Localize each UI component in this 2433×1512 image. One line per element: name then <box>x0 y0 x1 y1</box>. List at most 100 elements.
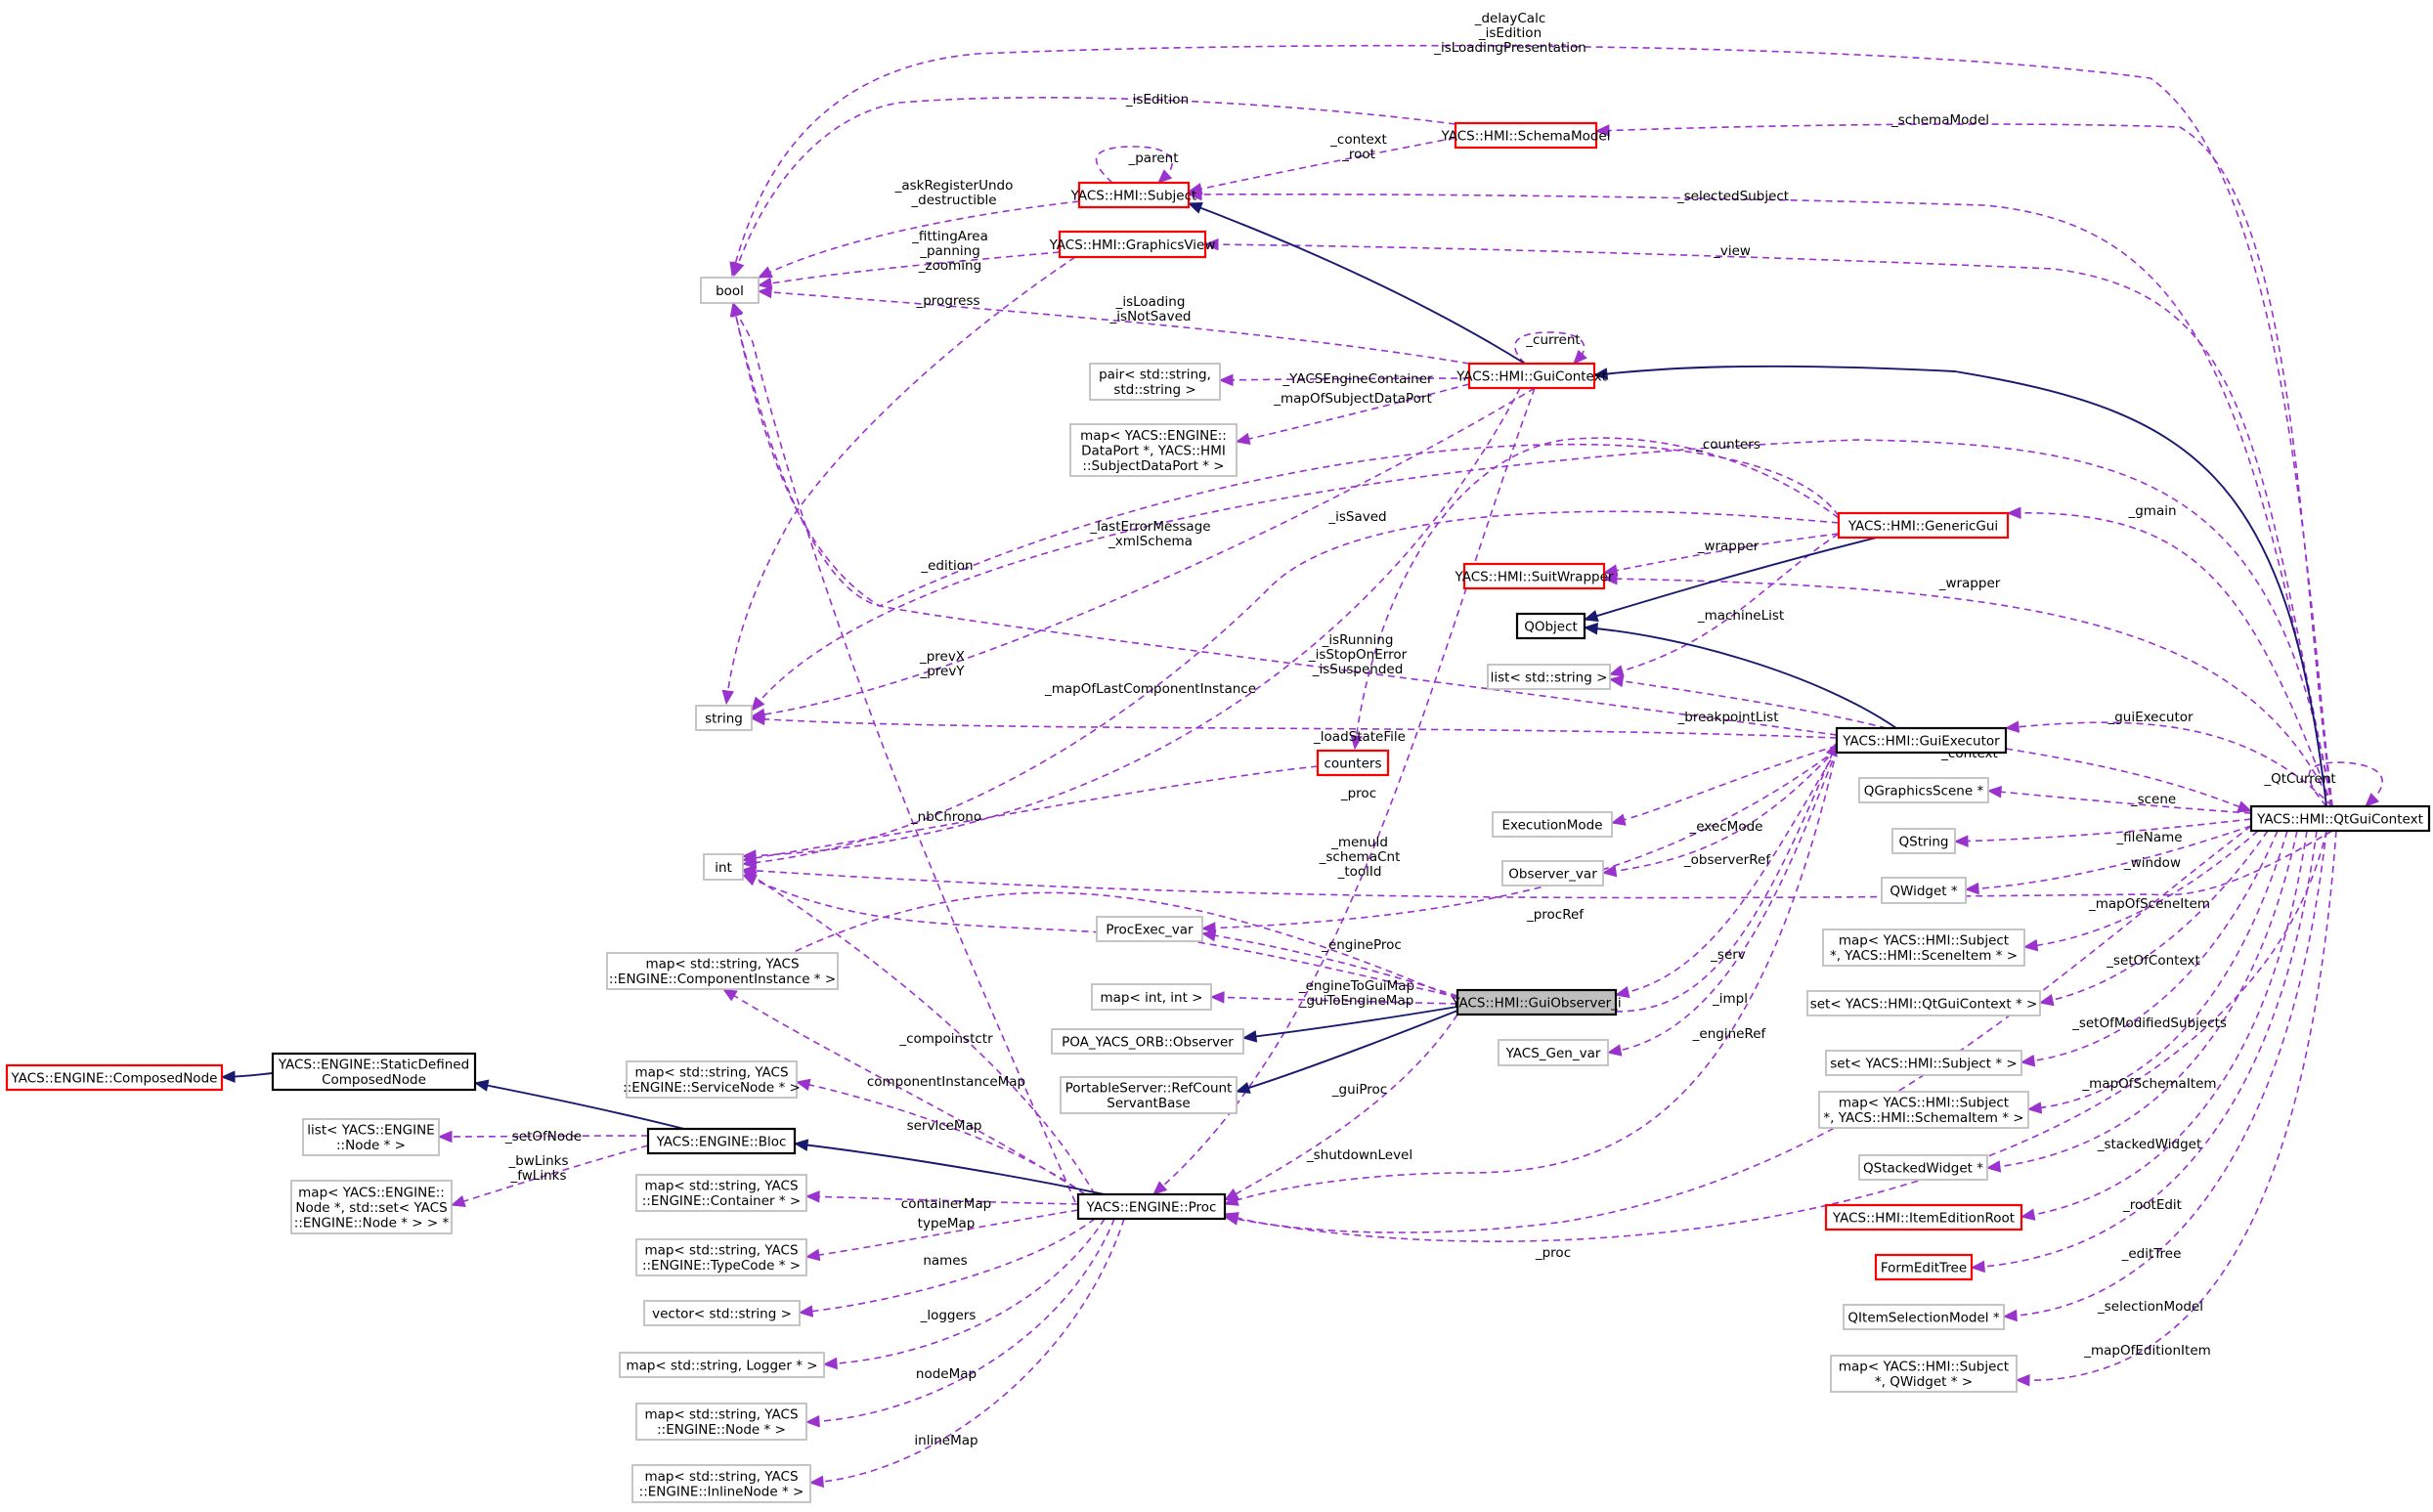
usage-edge-qtGuiContext-to-bool <box>729 44 2333 807</box>
ed-arrowhead <box>1610 813 1627 826</box>
edge-label-text: _isSaved <box>1327 509 1386 525</box>
class-node-label: ServantBase <box>1107 1096 1190 1111</box>
edge-label: _mapOfSubjectDataPort <box>1273 391 1432 407</box>
edge-label: _mapOfLastComponentInstance <box>1044 681 1256 697</box>
class-node-mapNode: map< std::string, YACS::ENGINE::Node * > <box>635 1403 807 1441</box>
class-node-label: PortableServer::RefCount <box>1065 1081 1233 1097</box>
class-node-label: ::ENGINE::ComponentInstance * > <box>609 972 836 987</box>
class-node-box <box>626 1060 798 1099</box>
class-node-observerVar: Observer_var <box>1501 860 1604 886</box>
inheritance-edge-line <box>1188 202 1526 365</box>
usage-edge-line <box>1609 533 1840 675</box>
usage-edge-line <box>758 290 1470 365</box>
class-node-label: YACS::HMI::ItemEditionRoot <box>1832 1210 2015 1226</box>
ed-arrowhead <box>437 1130 453 1144</box>
class-node-box <box>635 1174 807 1212</box>
class-node-proc[interactable]: YACS::ENGINE::Proc <box>1076 1192 1227 1221</box>
class-node-box <box>1462 562 1606 590</box>
ed-arrowhead <box>1573 349 1587 365</box>
usage-edge-line <box>1607 749 1838 1054</box>
edge-label: _observerRef <box>1683 852 1771 868</box>
ed-arrowhead <box>1218 373 1234 387</box>
class-node-subject[interactable]: YACS::HMI::Subject <box>1070 181 1197 209</box>
class-node-setQtGuiContext: set< YACS::HMI::QtGuiContext * > <box>1806 990 2041 1016</box>
class-node-genericGui[interactable]: YACS::HMI::GenericGui <box>1837 511 2010 540</box>
class-node-box <box>271 1052 477 1092</box>
ed-arrowhead <box>1606 1044 1623 1057</box>
edge-label-text: _serv <box>1710 947 1746 963</box>
usage-edge-line <box>722 891 1458 1000</box>
class-node-formEditTree[interactable]: FormEditTree <box>1874 1253 1974 1281</box>
class-node-qstackedWidget: QStackedWidget * <box>1858 1154 1988 1181</box>
usage-edge-qtGuiContext-to-mapSchemaItem <box>2026 830 2288 1114</box>
edge-label: _prevX_prevY <box>919 649 965 679</box>
class-node-box <box>1822 929 2025 967</box>
class-node-composedNode[interactable]: YACS::ENGINE::ComposedNode <box>5 1063 224 1092</box>
edge-label: _procRef <box>1526 907 1585 923</box>
class-node-itemEditionRoot[interactable]: YACS::HMI::ItemEditionRoot <box>1824 1203 2023 1231</box>
class-node-label: ::Node * > <box>336 1138 406 1153</box>
edge-label-text: _root <box>1341 147 1375 162</box>
class-node-box <box>695 705 753 731</box>
edge-label-text: _proc <box>1535 1245 1571 1261</box>
edge-label-text: _edition <box>920 558 973 574</box>
ed-arrowhead <box>1350 734 1363 751</box>
class-node-bloc[interactable]: YACS::ENGINE::Bloc <box>646 1127 797 1155</box>
edge-label: _isSaved <box>1327 509 1386 525</box>
class-node-label: YACS_Gen_var <box>1505 1046 1601 1061</box>
class-node-vectorStr: vector< std::string > <box>643 1300 801 1326</box>
usage-edge-line <box>451 1145 649 1206</box>
class-node-box <box>1835 726 2008 755</box>
edge-label-text: inlineMap <box>914 1433 978 1448</box>
class-node-qobject[interactable]: QObject <box>1515 612 1586 640</box>
class-node-poaObserver: POA_YACS_ORB::Observer <box>1051 1028 1244 1055</box>
edge-label-text: _lastErrorMessage <box>1089 519 1210 535</box>
ed-arrowhead <box>1985 1160 2002 1173</box>
class-node-mapDataPort: map< YACS::ENGINE::DataPort *, YACS::HMI… <box>1069 423 1238 477</box>
class-node-box <box>700 277 760 304</box>
class-node-execMode: ExecutionMode <box>1492 811 1613 838</box>
ed-arrowhead <box>2020 1208 2036 1221</box>
class-node-guiContext[interactable]: YACS::HMI::GuiContext <box>1455 362 1607 390</box>
class-node-guiObserver[interactable]: YACS::HMI::GuiObserver_i <box>1451 988 1622 1016</box>
ed-arrowhead <box>2022 939 2039 952</box>
edge-label: _QtCurrent <box>2263 771 2335 787</box>
edge-label-text: _editTree <box>2121 1246 2182 1262</box>
usage-edge-line <box>1595 123 2333 807</box>
edge-labels-layer: _delayCalc_isEdition_isLoadingPresentati… <box>504 11 2336 1448</box>
usage-edge-line <box>722 988 1086 1195</box>
edge-label: _engineProc <box>1321 937 1402 953</box>
edge-label: _schemaModel <box>1890 112 1989 128</box>
usage-edge-line <box>1188 193 2333 807</box>
class-node-suitWrapper[interactable]: YACS::HMI::SuitWrapper <box>1455 562 1614 590</box>
usage-edge-qtGuiContext-to-genericGui <box>2006 506 2333 807</box>
edge-label: _context_root <box>1329 132 1387 162</box>
class-node-guiExecutor[interactable]: YACS::HMI::GuiExecutor <box>1835 726 2008 755</box>
inh-arrowhead <box>1241 1030 1258 1043</box>
usage-edge-line <box>2039 830 2269 1004</box>
edge-label: _nbChrono <box>910 809 981 825</box>
usage-edge-line <box>758 251 1061 286</box>
class-node-qtGuiContext[interactable]: YACS::HMI::QtGuiContext <box>2249 804 2431 833</box>
edge-label: _compoinstctr <box>898 1031 993 1047</box>
class-node-mapCompInst: map< std::string, YACS::ENGINE::Componen… <box>606 952 839 990</box>
class-node-label: bool <box>716 283 744 299</box>
edge-label-text: _rootEdit <box>2122 1197 2182 1213</box>
class-node-box <box>1454 121 1598 150</box>
edge-label-text: _askRegisterUndo <box>894 178 1014 194</box>
edge-label: _askRegisterUndo_destructible <box>894 178 1014 208</box>
edge-label: _wrapper <box>1697 539 1760 554</box>
usage-edge-qtGuiContext-to-schemaModel <box>1594 123 2333 807</box>
class-node-mapServiceNode: map< std::string, YACS::ENGINE::ServiceN… <box>623 1060 801 1099</box>
class-node-graphicsView[interactable]: YACS::HMI::GraphicsView <box>1049 230 1216 259</box>
usage-edge-qtGuiContext-to-itemEditionRoot <box>2020 830 2308 1221</box>
edge-label: _gmain <box>2127 503 2176 519</box>
ed-arrowhead <box>808 1475 824 1489</box>
class-node-counters[interactable]: counters <box>1316 749 1390 777</box>
edge-label-text: _zooming <box>918 258 981 274</box>
class-node-box <box>1818 1091 2029 1129</box>
usage-edge-qtGuiContext-to-qwidget <box>1964 825 2252 895</box>
edge-label-text: _window <box>2123 855 2181 871</box>
class-node-schemaModel[interactable]: YACS::HMI::SchemaModel <box>1441 121 1611 150</box>
